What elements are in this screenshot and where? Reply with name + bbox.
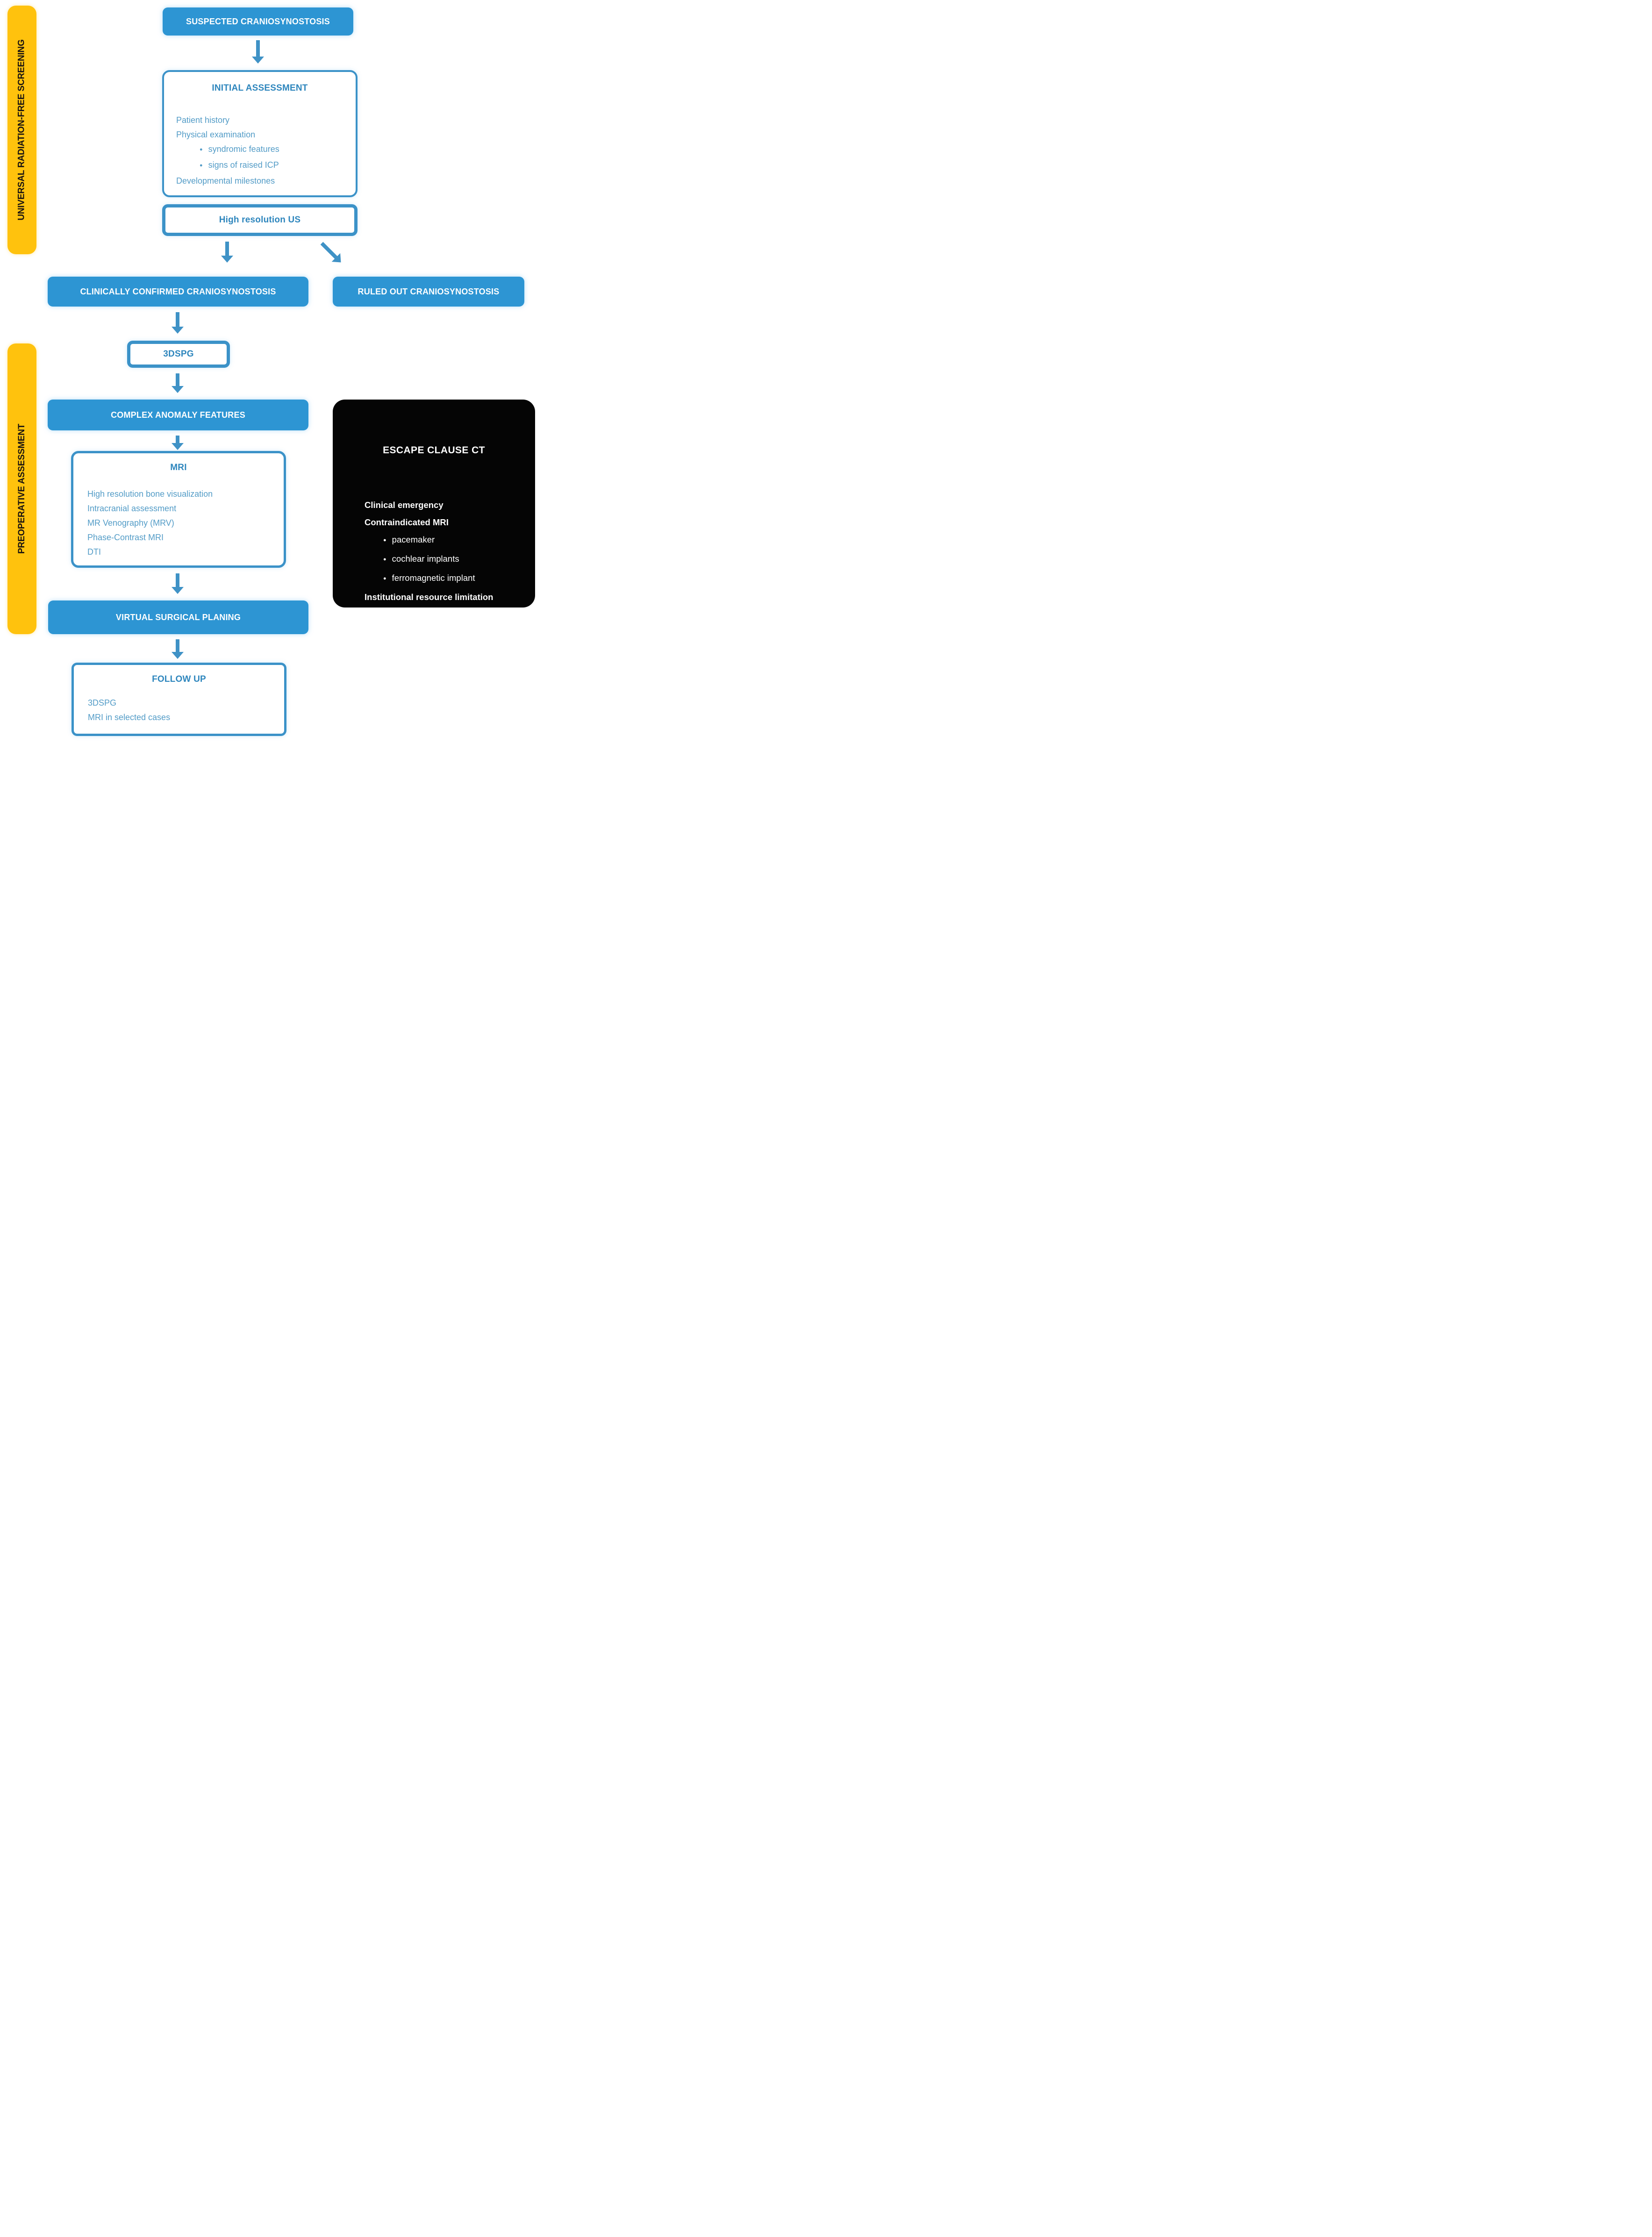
ruled-out-label: RULED OUT CRANIOSYNOSTOSIS	[358, 286, 500, 296]
node-virtual-surgical-planing: VIRTUAL SURGICAL PLANING	[48, 600, 308, 634]
arrow-head	[172, 443, 184, 450]
node-suspected-label: SUSPECTED CRANIOSYNOSTOSIS	[186, 16, 330, 26]
node-ruled-out: RULED OUT CRANIOSYNOSTOSIS	[333, 277, 524, 307]
mri-line-phase-contrast: Phase-Contrast MRI	[87, 533, 164, 542]
section-bar-screening: UNIVERSAL RADIATION-FREE SCREENING	[7, 6, 36, 254]
mri-title: MRI	[170, 463, 187, 472]
mri-line-bone-visualization: High resolution bone visualization	[87, 489, 213, 499]
arrow-down-icon	[172, 639, 184, 659]
node-complex-anomaly-features: COMPLEX ANOMALY FEATURES	[48, 400, 308, 430]
follow-up-line-mri-selected: MRI in selected cases	[88, 713, 171, 722]
follow-up-title: FOLLOW UP	[152, 674, 206, 684]
arrow-stem	[320, 242, 338, 259]
arrow-down-icon	[172, 436, 184, 450]
initial-line-developmental-milestones: Developmental milestones	[176, 176, 275, 186]
3dspg-label: 3DSPG	[163, 349, 194, 359]
arrow-stem	[225, 242, 229, 256]
escape-line-institutional-resource: Institutional resource limitation	[365, 592, 493, 602]
arrow-down-icon	[172, 373, 184, 393]
initial-bullet-raised-icp: signs of raised ICP	[176, 158, 356, 174]
escape-bullet-ferromagnetic-implant: ferromagnetic implant	[365, 569, 535, 588]
mri-line-intracranial-assessment: Intracranial assessment	[87, 504, 177, 513]
node-3dspg: 3DSPG	[127, 341, 230, 368]
node-follow-up: FOLLOW UP 3DSPG MRI in selected cases	[72, 663, 286, 736]
arrow-down-icon	[221, 242, 233, 263]
node-mri: MRI High resolution bone visualization I…	[71, 451, 286, 568]
arrow-stem	[176, 436, 179, 443]
flowchart: UNIVERSAL RADIATION-FREE SCREENING PREOP…	[0, 0, 551, 746]
arrow-stem	[176, 573, 179, 587]
section-bar-preoperative: PREOPERATIVE ASSESSMENT	[7, 343, 36, 634]
node-escape-clause-ct: ESCAPE CLAUSE CT Clinical emergency Cont…	[333, 400, 535, 607]
arrow-head	[172, 386, 184, 393]
virtual-surgical-planing-label: VIRTUAL SURGICAL PLANING	[115, 612, 241, 622]
escape-bullet-pacemaker: pacemaker	[365, 531, 535, 550]
arrow-stem	[176, 639, 179, 652]
mri-line-dti: DTI	[87, 547, 101, 557]
arrow-down-icon	[172, 312, 184, 334]
node-clinically-confirmed: CLINICALLY CONFIRMED CRANIOSYNOSTOSIS	[48, 277, 308, 307]
arrow-stem	[176, 373, 179, 386]
arrow-head	[172, 587, 184, 594]
escape-clause-title: ESCAPE CLAUSE CT	[383, 445, 485, 456]
arrow-stem	[256, 40, 260, 57]
arrow-down-icon	[172, 573, 184, 594]
high-resolution-us-label: High resolution US	[219, 215, 301, 225]
initial-bullet-syndromic-features: syndromic features	[176, 142, 356, 158]
escape-line-clinical-emergency: Clinical emergency	[365, 500, 443, 510]
arrow-stem	[176, 312, 179, 327]
initial-line-patient-history: Patient history	[176, 115, 230, 125]
escape-line-contraindicated-mri: Contraindicated MRI	[365, 517, 449, 527]
node-initial-assessment: INITIAL ASSESSMENT Patient history Physi…	[162, 70, 358, 197]
arrow-down-right-icon	[317, 239, 345, 267]
escape-bullet-cochlear-implants: cochlear implants	[365, 550, 535, 569]
initial-assessment-title: INITIAL ASSESSMENT	[212, 83, 308, 93]
section-label-screening: UNIVERSAL RADIATION-FREE SCREENING	[17, 39, 27, 221]
mri-line-mr-venography: MR Venography (MRV)	[87, 518, 174, 528]
section-label-preoperative: PREOPERATIVE ASSESSMENT	[17, 423, 27, 554]
clinically-confirmed-label: CLINICALLY CONFIRMED CRANIOSYNOSTOSIS	[80, 286, 276, 296]
arrow-head	[172, 652, 184, 659]
complex-anomaly-label: COMPLEX ANOMALY FEATURES	[111, 410, 245, 420]
arrow-head	[172, 327, 184, 334]
node-high-resolution-us: High resolution US	[162, 204, 358, 236]
arrow-down-icon	[252, 40, 264, 64]
node-suspected-craniosynostosis: SUSPECTED CRANIOSYNOSTOSIS	[163, 7, 353, 36]
arrow-head	[221, 256, 233, 263]
initial-line-physical-examination: Physical examination	[176, 130, 256, 139]
follow-up-line-3dspg: 3DSPG	[88, 698, 117, 708]
arrow-head	[252, 57, 264, 64]
